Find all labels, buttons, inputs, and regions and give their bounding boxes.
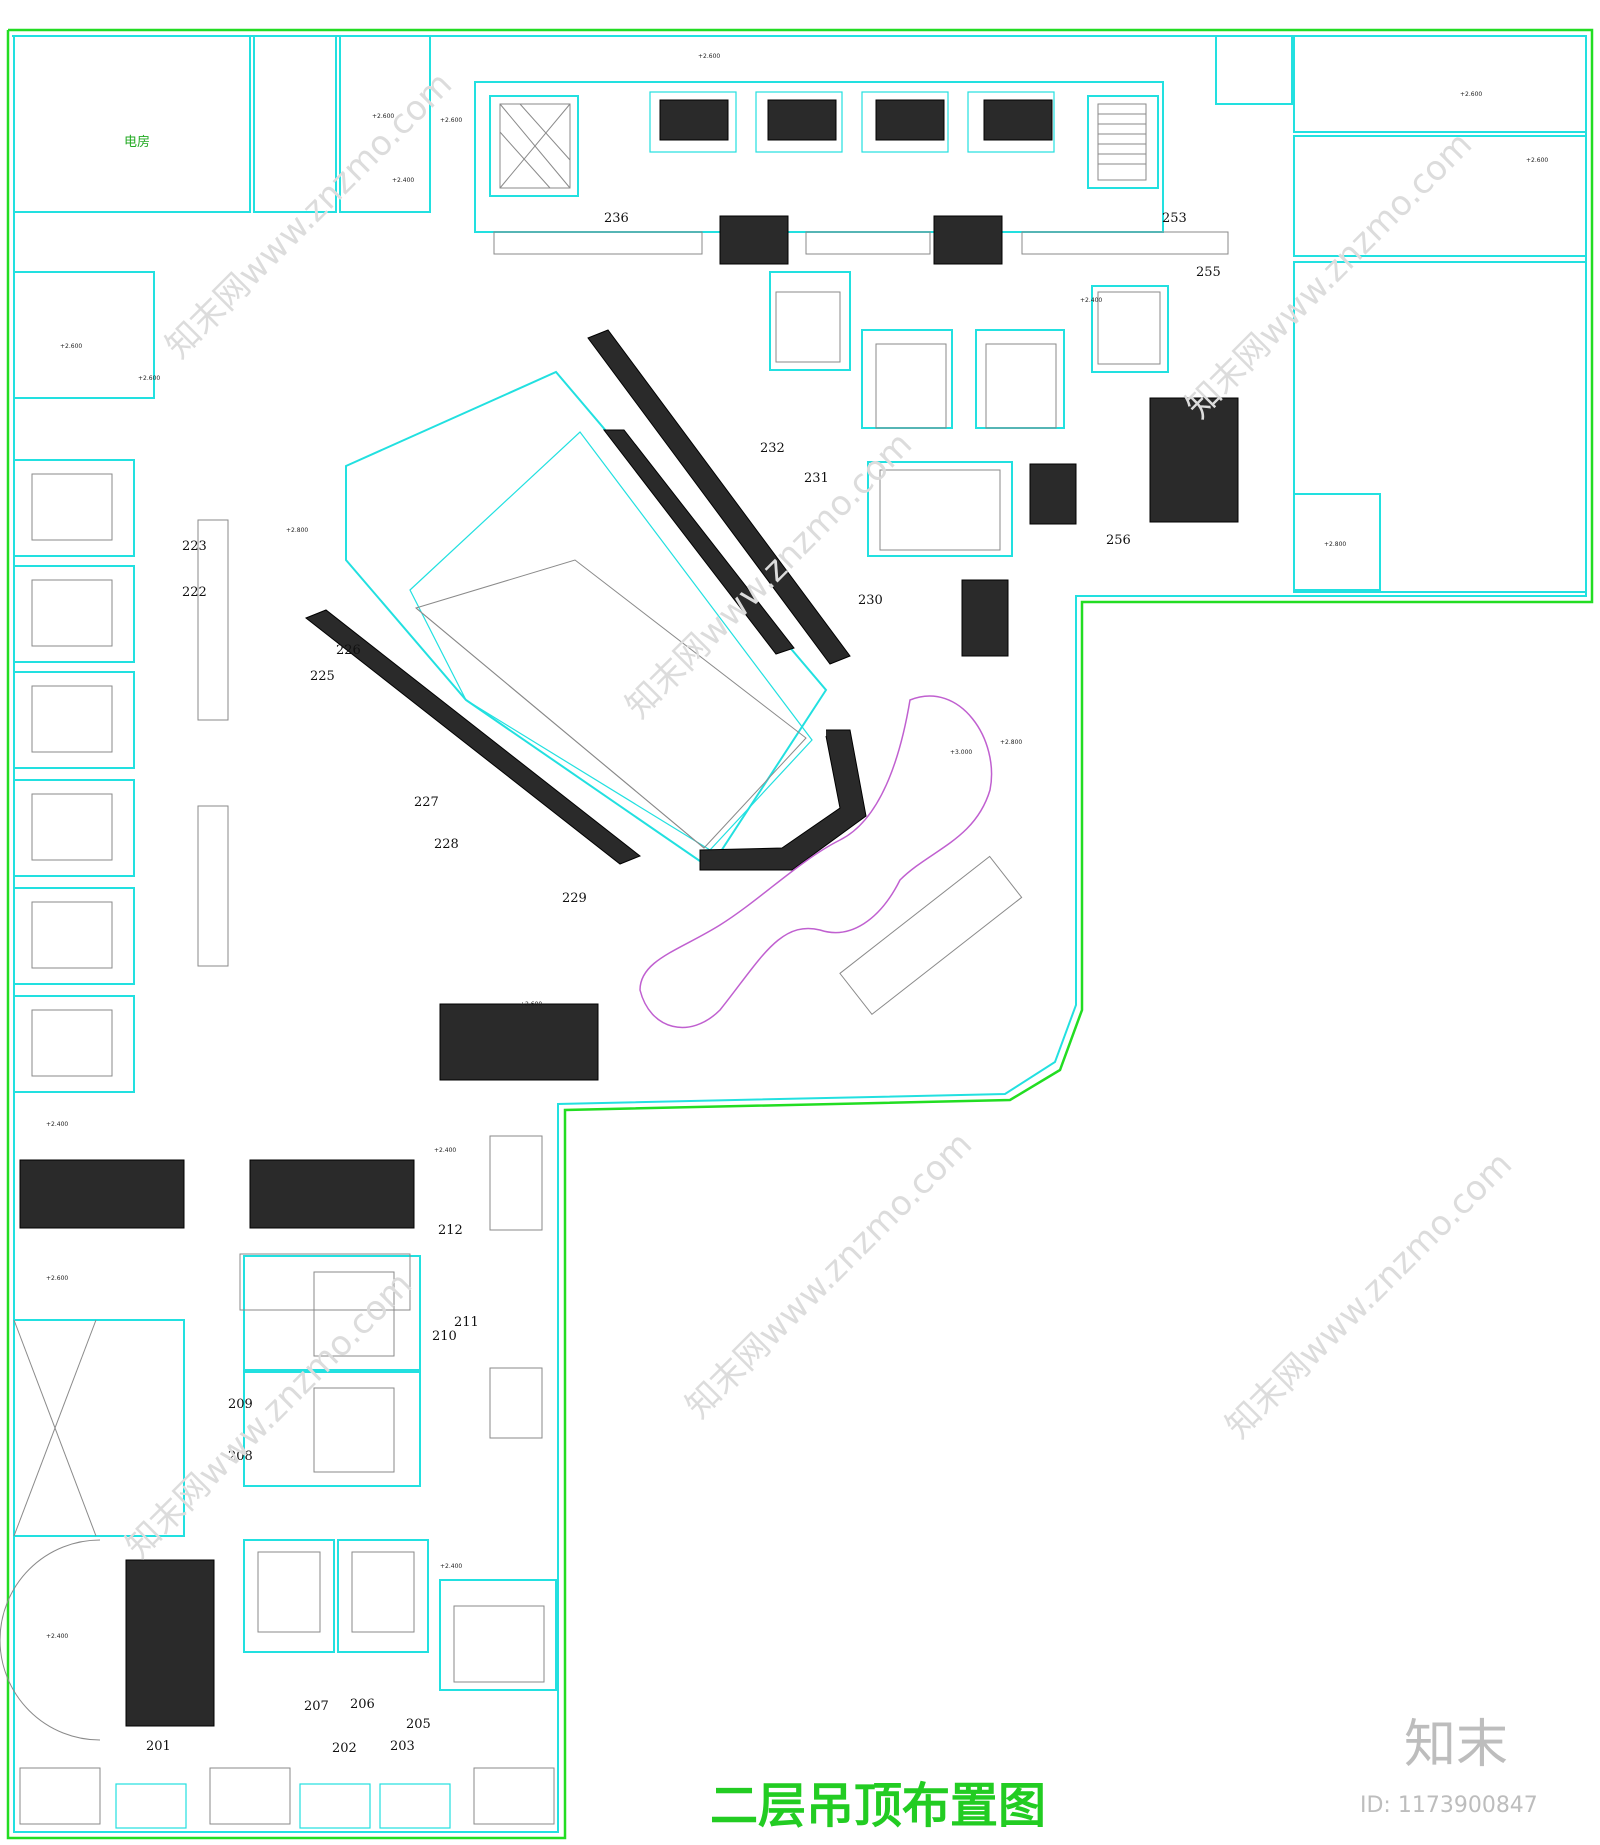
room-number: 210 xyxy=(432,1329,457,1344)
room-number: 206 xyxy=(350,1697,375,1712)
room-number: 253 xyxy=(1162,211,1187,226)
ceiling-height: +2.600 xyxy=(520,1001,542,1008)
room-number: 256 xyxy=(1106,533,1131,548)
ceiling-height: +2.600 xyxy=(1460,91,1482,98)
room-number: 201 xyxy=(146,1739,171,1754)
watermark-text: 知末网www.znzmo.com xyxy=(618,424,920,726)
room-number: 205 xyxy=(406,1717,431,1732)
room-number: 223 xyxy=(182,539,207,554)
room-number: 209 xyxy=(228,1397,253,1412)
central-atrium xyxy=(305,329,867,871)
room-number: 225 xyxy=(310,669,335,684)
ceiling-height: +2.600 xyxy=(138,375,160,382)
ceiling-height-markers: +2.600 +2.600 +2.600 +2.400 +2.600 +2.60… xyxy=(46,53,1548,1640)
room-number: 222 xyxy=(182,585,207,600)
ceiling-height: +2.800 xyxy=(1000,739,1022,746)
power-room-label: 电房 xyxy=(124,134,150,150)
ceiling-height: +2.800 xyxy=(1324,541,1346,548)
watermark-id: ID: 1173900847 xyxy=(1360,1793,1538,1818)
room-number: 232 xyxy=(760,441,785,456)
south-rooms xyxy=(239,1003,599,1691)
room-number: 231 xyxy=(804,471,829,486)
watermark-text: 知末网www.znzmo.com xyxy=(158,64,460,366)
drawing-title: 二层吊顶布置图 xyxy=(710,1778,1046,1834)
watermarks: 知末网www.znzmo.com 知末网www.znzmo.com 知末网www… xyxy=(118,64,1538,1818)
ceiling-height: +2.400 xyxy=(440,1563,462,1570)
south-edge-rooms xyxy=(0,1539,555,1829)
ceiling-height: +2.600 xyxy=(60,343,82,350)
ceiling-height: +2.600 xyxy=(440,117,462,124)
corridor-rails xyxy=(197,215,1229,967)
watermark-logo: 知末 xyxy=(1404,1715,1508,1775)
feature-ceiling xyxy=(639,695,1023,1029)
room-number-labels: 236 253 255 232 231 230 256 223 222 226 … xyxy=(146,211,1221,1756)
room-number: 226 xyxy=(336,643,361,658)
room-number: 202 xyxy=(332,1741,357,1756)
room-number: 236 xyxy=(604,211,629,226)
room-number: 228 xyxy=(434,837,459,852)
room-number: 255 xyxy=(1196,265,1221,280)
ceiling-height: +3.000 xyxy=(950,749,972,756)
ceiling-height: +2.800 xyxy=(286,527,308,534)
ceiling-height: +2.600 xyxy=(698,53,720,60)
ceiling-height: +2.400 xyxy=(46,1633,68,1640)
room-number: 229 xyxy=(562,891,587,906)
ceiling-height: +2.600 xyxy=(46,1275,68,1282)
ceiling-height: +2.600 xyxy=(1526,157,1548,164)
room-number: 227 xyxy=(414,795,439,810)
north-grid-ceilings xyxy=(659,99,1053,141)
watermark-text: 知末网www.znzmo.com xyxy=(1218,1144,1520,1446)
room-number: 208 xyxy=(228,1449,253,1464)
watermark-text: 知末网www.znzmo.com xyxy=(678,1124,980,1426)
east-rooms xyxy=(769,271,1239,657)
ceiling-height: +2.600 xyxy=(372,113,394,120)
room-number: 230 xyxy=(858,593,883,608)
ceiling-height: +2.400 xyxy=(392,177,414,184)
ceiling-height: +2.400 xyxy=(1080,297,1102,304)
west-rooms xyxy=(13,271,415,1727)
room-number: 212 xyxy=(438,1223,463,1238)
ceiling-height: +2.400 xyxy=(46,1121,68,1128)
room-number: 203 xyxy=(390,1739,415,1754)
room-number: 207 xyxy=(304,1699,329,1714)
room-number: 211 xyxy=(454,1315,479,1330)
ceiling-height: +2.400 xyxy=(434,1147,456,1154)
north-hatched-ceilings xyxy=(499,103,1147,189)
watermark-text: 知末网www.znzmo.com xyxy=(1178,124,1480,426)
